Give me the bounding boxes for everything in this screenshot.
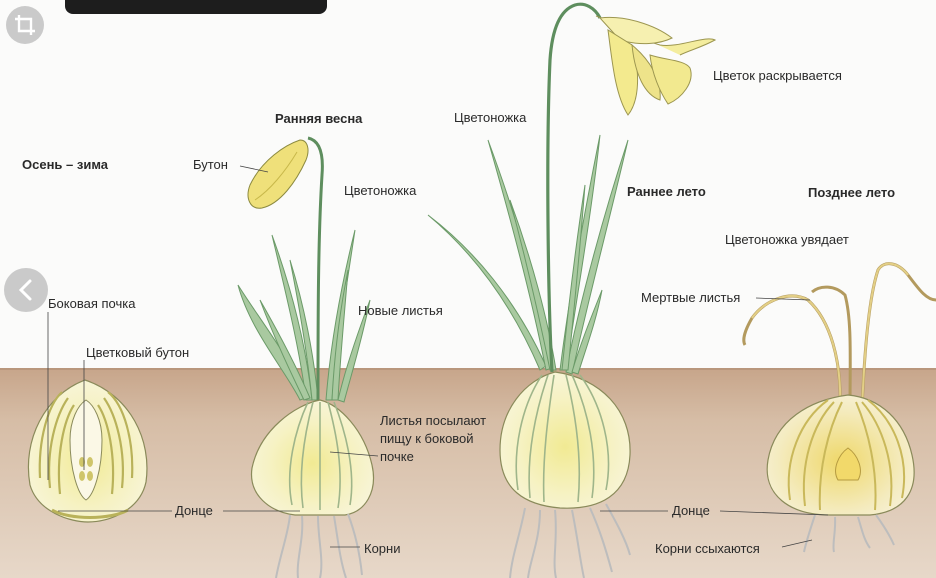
stage-label-early-summer: Раннее лето xyxy=(627,184,706,199)
stage-label-late-summer: Позднее лето xyxy=(808,185,896,200)
label-new-leaves: Новые листья xyxy=(358,303,443,318)
label-leaves-feed-line2: пищу к боковой xyxy=(380,431,474,446)
label-leaves-feed-line1: Листья посылают xyxy=(380,413,487,428)
label-basal-plate-1: Донце xyxy=(175,503,213,518)
label-flower-bud: Цветковый бутон xyxy=(86,345,190,360)
label-peduncle-summer: Цветоножка xyxy=(454,110,527,125)
toolbar-strip xyxy=(65,0,327,14)
plant-early-summer xyxy=(427,2,717,578)
plant-early-spring xyxy=(237,136,374,578)
previous-button[interactable] xyxy=(4,268,48,312)
label-peduncle-spring: Цветоножка xyxy=(344,183,417,198)
label-flower-opens: Цветок раскрывается xyxy=(713,68,842,83)
bulb-autumn-winter xyxy=(27,379,148,523)
stage-label-autumn-winter: Осень – зима xyxy=(22,157,108,172)
stage-label-early-spring: Ранняя весна xyxy=(275,111,363,126)
label-basal-plate-2: Донце xyxy=(672,503,710,518)
label-dead-leaves: Мертвые листья xyxy=(641,290,741,305)
leader-lines xyxy=(47,165,829,548)
crop-icon xyxy=(15,15,35,35)
chevron-left-icon xyxy=(18,279,32,301)
label-peduncle-withers: Цветоножка увядает xyxy=(725,232,849,247)
label-roots-dry: Корни ссыхаются xyxy=(655,541,760,556)
label-bud: Бутон xyxy=(193,157,228,172)
label-lateral-bud: Боковая почка xyxy=(48,296,136,311)
plant-late-summer xyxy=(742,262,936,553)
label-leaves-feed-line3: почке xyxy=(380,449,414,464)
crop-button[interactable] xyxy=(6,6,44,44)
label-roots: Корни xyxy=(364,541,401,556)
